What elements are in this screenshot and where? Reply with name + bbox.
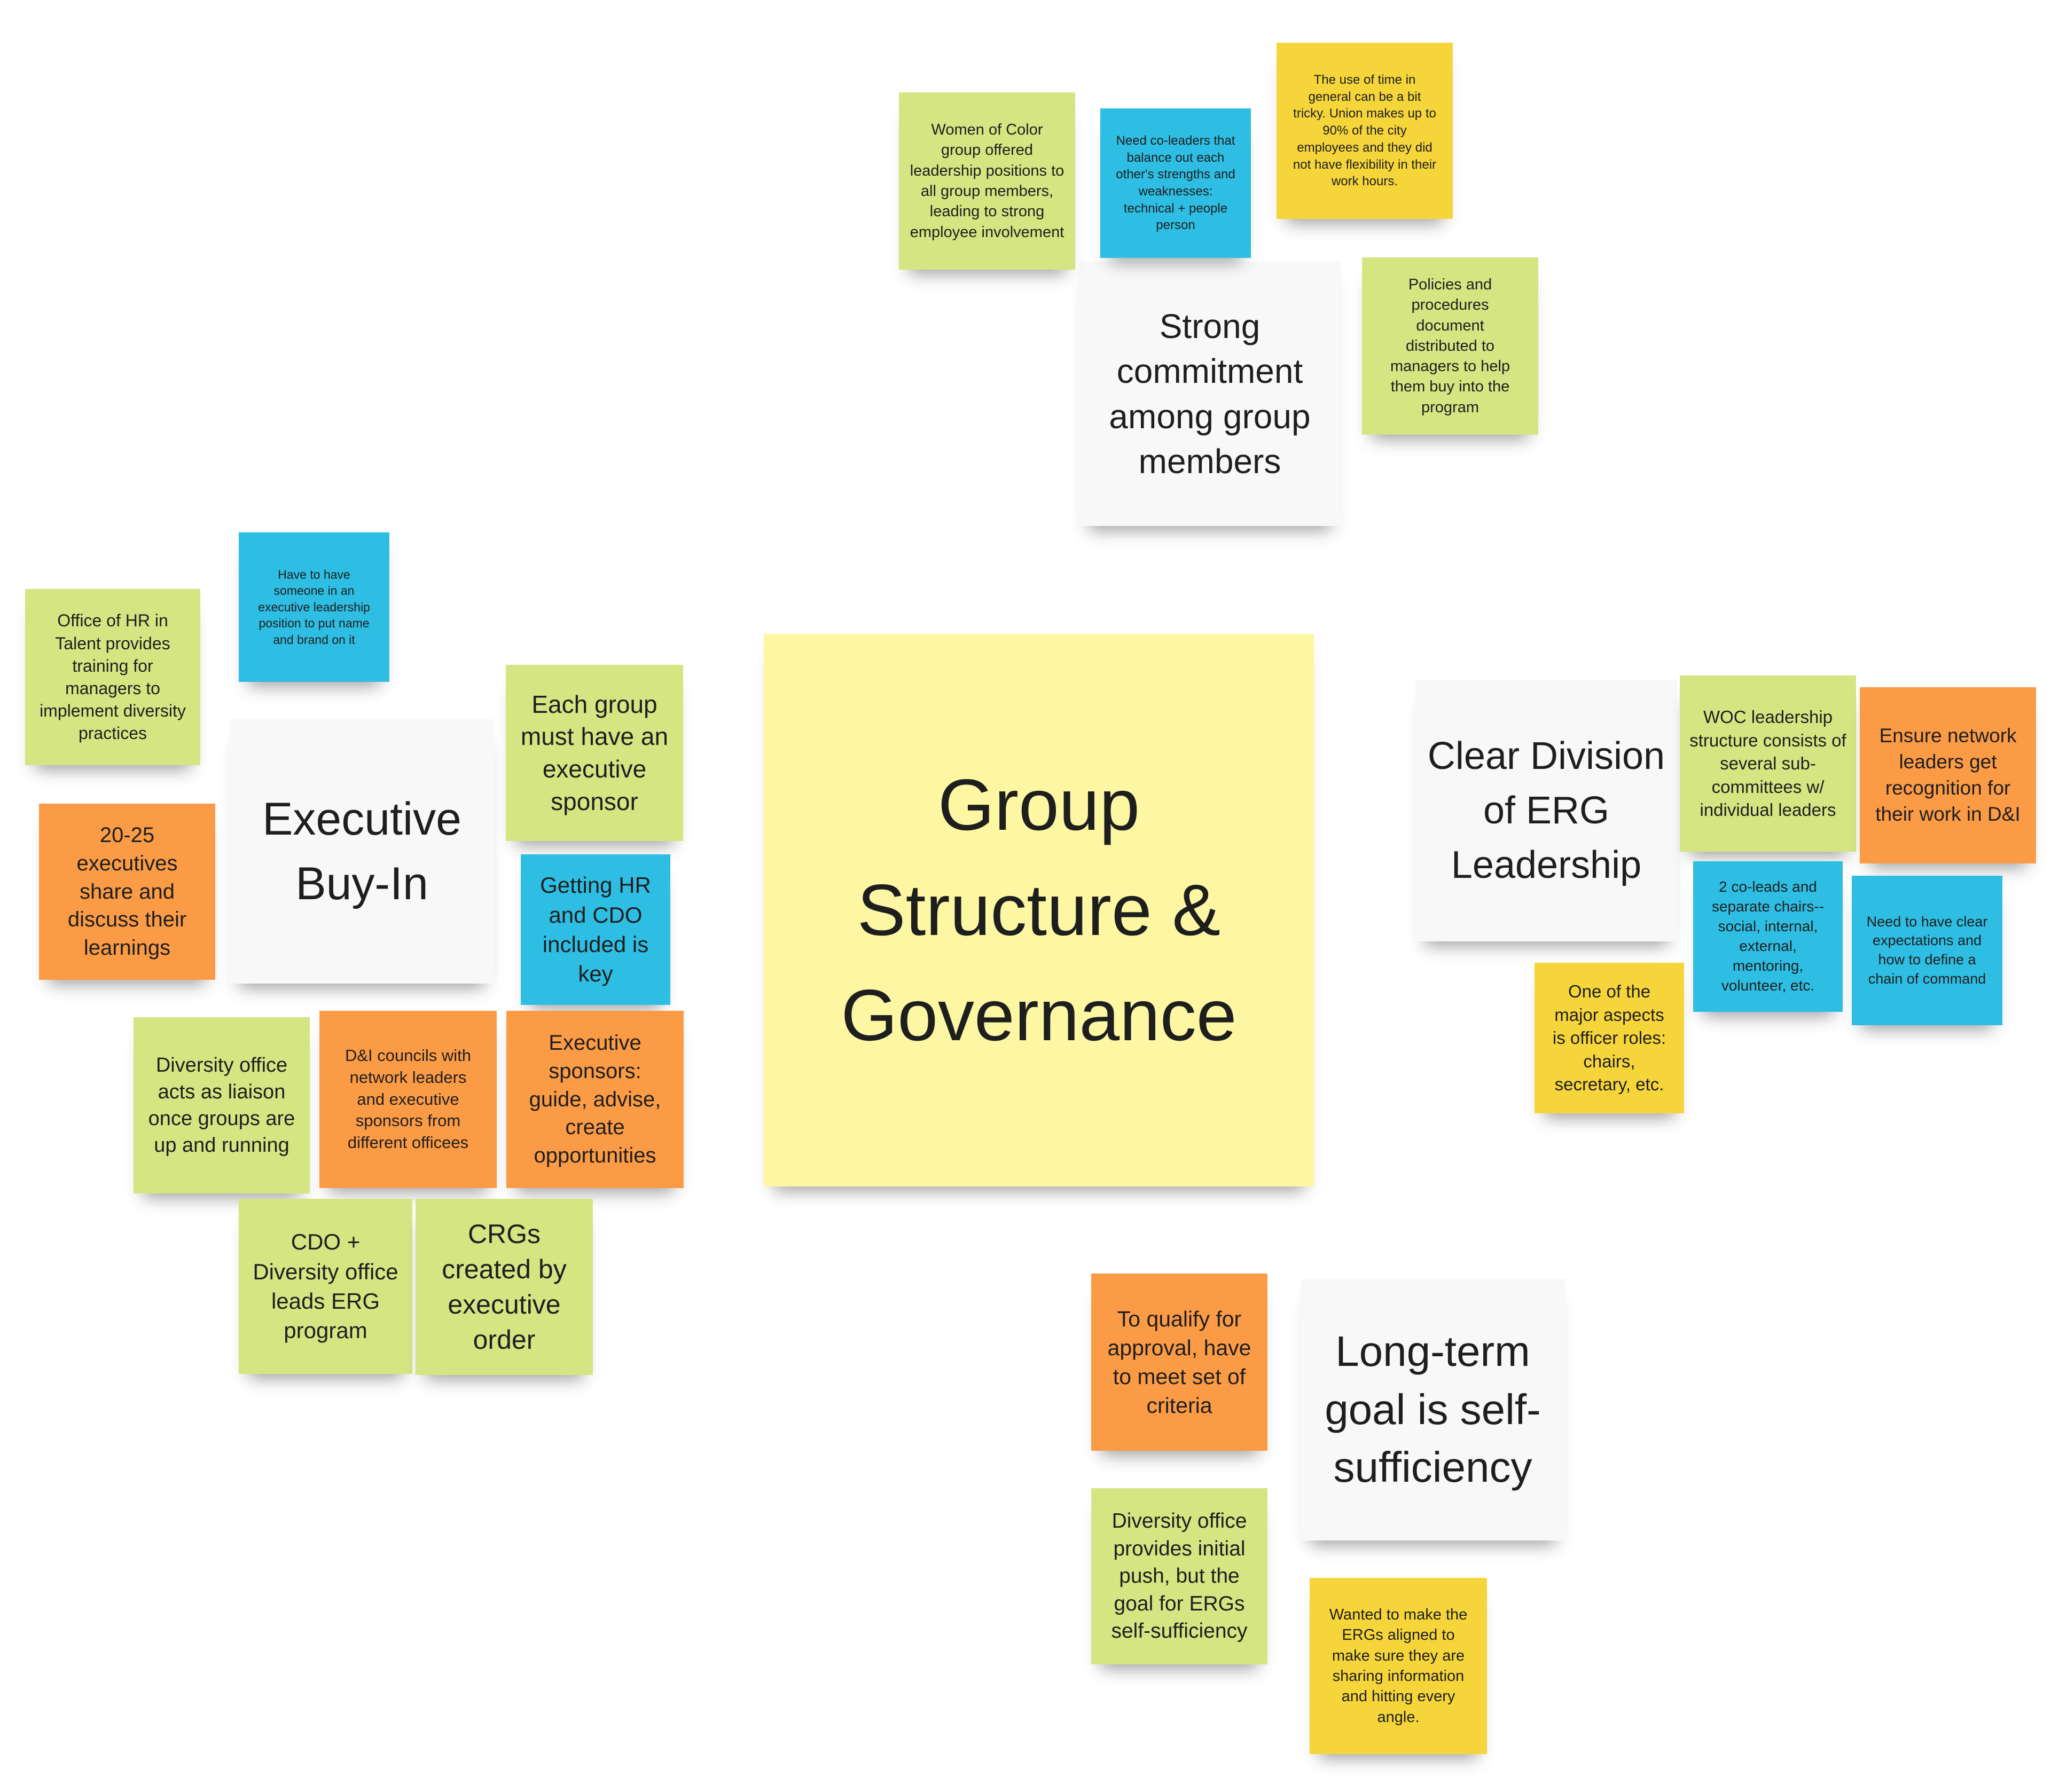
commitment-heading-note[interactable]: Strong commitment among group members [1079, 262, 1341, 526]
woc-positions-text: Women of Color group offered leadership … [910, 121, 1064, 241]
di-councils-note[interactable]: D&I councils with network leaders and ex… [319, 1011, 497, 1188]
cdo-leads-text: CDO + Diversity office leads ERG program [253, 1229, 398, 1343]
title-note[interactable]: Group Structure & Governance [764, 634, 1314, 1186]
exec-position-note[interactable]: Have to have someone in an executive lea… [239, 532, 389, 682]
initial-push-text: Diversity office provides initial push, … [1111, 1510, 1248, 1643]
union-time-text: The use of time in general can be a bit … [1293, 73, 1437, 189]
self-heading-text: Long-term goal is self-sufficiency [1325, 1327, 1541, 1491]
diversity-liaison-note[interactable]: Diversity office acts as liaison once gr… [134, 1017, 310, 1193]
policies-doc-text: Policies and procedures document distrib… [1390, 276, 1510, 416]
execs-share-text: 20-25 executives share and discuss their… [67, 823, 187, 960]
division-heading-note[interactable]: Clear Division of ERG Leadership [1415, 680, 1677, 941]
woc-structure-text: WOC leadership structure consists of sev… [1689, 707, 1846, 820]
officer-roles-note[interactable]: One of the major aspects is officer role… [1535, 963, 1684, 1113]
exec-heading-text: Executive Buy-In [262, 793, 461, 909]
exec-heading-note[interactable]: Executive Buy-In [230, 719, 494, 984]
co-leaders-note[interactable]: Need co-leaders that balance out each ot… [1100, 108, 1251, 258]
expectations-note[interactable]: Need to have clear expectations and how … [1852, 876, 2002, 1025]
co-leaders-text: Need co-leaders that balance out each ot… [1116, 133, 1235, 233]
woc-positions-note[interactable]: Women of Color group offered leadership … [899, 92, 1075, 270]
crgs-order-note[interactable]: CRGs created by executive order [416, 1199, 593, 1375]
aligned-ergs-note[interactable]: Wanted to make the ERGs aligned to make … [1310, 1578, 1487, 1754]
division-heading-text: Clear Division of ERG Leadership [1427, 734, 1665, 887]
policies-doc-note[interactable]: Policies and procedures document distrib… [1362, 257, 1538, 435]
each-group-sponsor-note[interactable]: Each group must have an executive sponso… [506, 665, 683, 841]
initial-push-note[interactable]: Diversity office provides initial push, … [1091, 1488, 1267, 1664]
exec-sponsors-guide-text: Executive sponsors: guide, advise, creat… [529, 1031, 661, 1168]
recognition-text: Ensure network leaders get recognition f… [1875, 725, 2021, 825]
hr-cdo-key-text: Getting HR and CDO included is key [540, 873, 651, 987]
title-text: Group Structure & Governance [841, 764, 1237, 1056]
hr-training-note[interactable]: Office of HR in Talent provides training… [25, 589, 200, 765]
expectations-text: Need to have clear expectations and how … [1866, 913, 1988, 987]
each-group-sponsor-text: Each group must have an executive sponso… [520, 690, 669, 815]
union-time-note[interactable]: The use of time in general can be a bit … [1277, 43, 1453, 219]
diversity-liaison-text: Diversity office acts as liaison once gr… [148, 1054, 295, 1157]
execs-share-note[interactable]: 20-25 executives share and discuss their… [39, 804, 215, 980]
approval-criteria-note[interactable]: To qualify for approval, have to meet se… [1091, 1274, 1267, 1451]
cdo-leads-note[interactable]: CDO + Diversity office leads ERG program [239, 1199, 412, 1374]
woc-structure-note[interactable]: WOC leadership structure consists of sev… [1680, 675, 1856, 852]
self-heading-note[interactable]: Long-term goal is self-sufficiency [1301, 1279, 1565, 1541]
exec-position-text: Have to have someone in an executive lea… [258, 568, 370, 647]
co-leads-chairs-note[interactable]: 2 co-leads and separate chairs--social, … [1693, 861, 1843, 1012]
hr-training-text: Office of HR in Talent provides training… [40, 611, 186, 743]
recognition-note[interactable]: Ensure network leaders get recognition f… [1860, 687, 2036, 863]
crgs-order-text: CRGs created by executive order [442, 1219, 567, 1355]
officer-roles-text: One of the major aspects is officer role… [1552, 981, 1666, 1095]
di-councils-text: D&I councils with network leaders and ex… [345, 1046, 472, 1152]
exec-sponsors-guide-note[interactable]: Executive sponsors: guide, advise, creat… [506, 1011, 684, 1188]
approval-criteria-text: To qualify for approval, have to meet se… [1107, 1306, 1251, 1418]
commitment-heading-text: Strong commitment among group members [1109, 306, 1311, 481]
co-leads-chairs-text: 2 co-leads and separate chairs--social, … [1711, 878, 1825, 994]
hr-cdo-key-note[interactable]: Getting HR and CDO included is key [521, 854, 670, 1005]
aligned-ergs-text: Wanted to make the ERGs aligned to make … [1329, 1606, 1468, 1726]
